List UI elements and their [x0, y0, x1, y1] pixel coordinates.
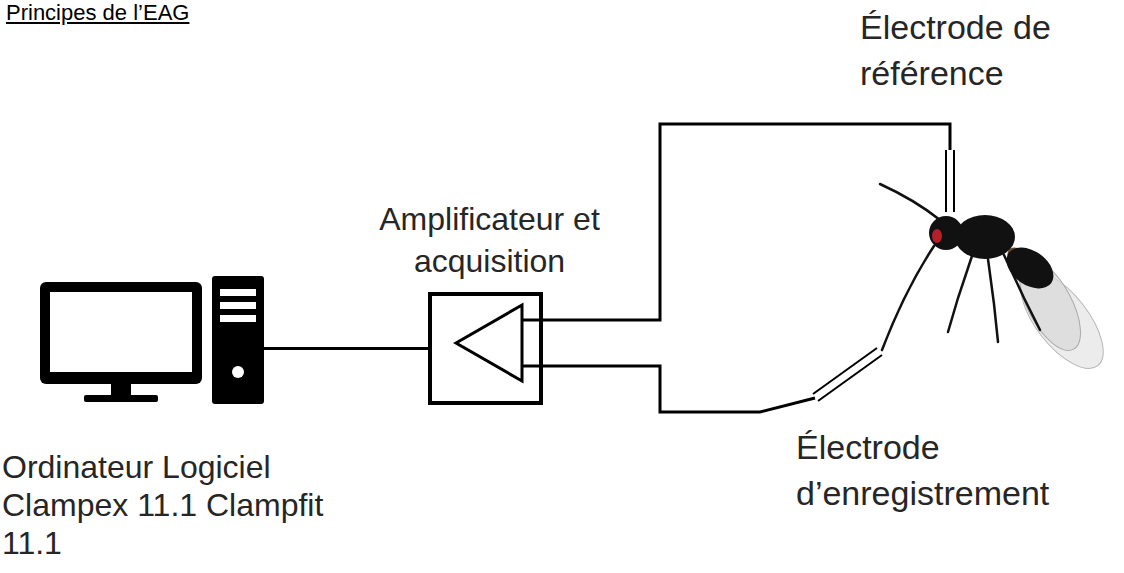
diagram-title: Principes de l’EAG — [6, 0, 189, 26]
electrode-label: Électrode d’enregistrement — [796, 424, 1096, 516]
computer-node: Ordinateur Logiciel Clampex 11.1 Clampfi… — [38, 275, 264, 405]
node-label: Ordinateur Logiciel Clampex 11.1 Clampfi… — [2, 448, 382, 562]
electrode-wires — [543, 124, 950, 412]
node-label: Amplificateur et acquisition — [340, 198, 640, 282]
connector-line — [264, 348, 428, 349]
electrode-capillaries — [813, 150, 954, 401]
amplifier-box: Amplificateur et acquisition — [428, 292, 543, 405]
amplifier-symbol — [456, 305, 543, 381]
computer-icon — [40, 276, 264, 404]
wasp-illustration — [880, 184, 1118, 382]
electrode-label: Électrode de référence — [860, 4, 1060, 96]
